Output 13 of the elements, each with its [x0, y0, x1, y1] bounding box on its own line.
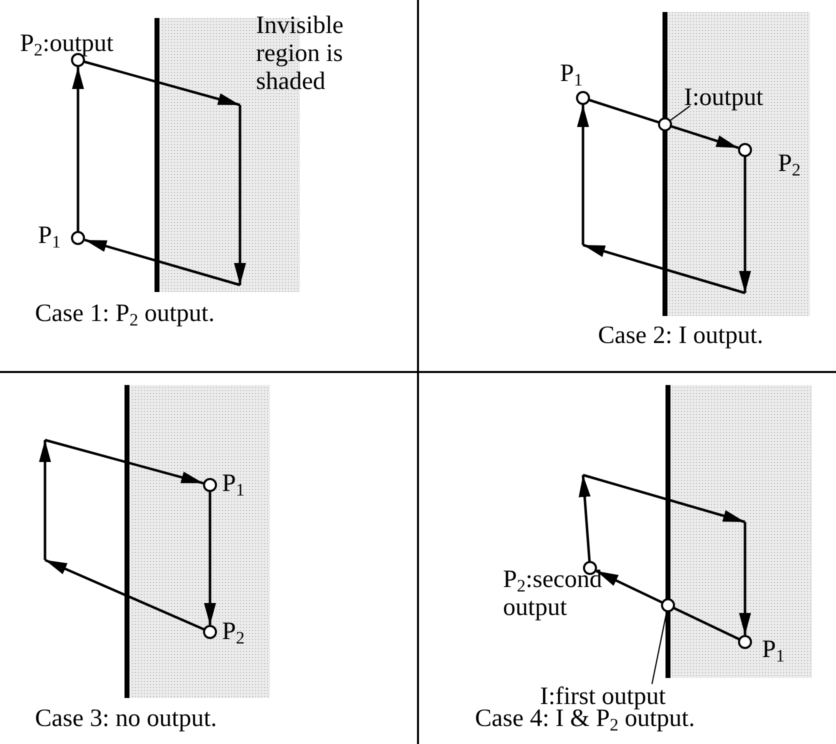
point-label: P$_{1}$: [762, 636, 785, 664]
point-label: P$_{1}$: [222, 470, 245, 498]
point-label: P$_{2}$:output: [20, 30, 114, 58]
point-label: I:output: [684, 84, 764, 112]
point-label: P$_{2}$:second output: [503, 566, 603, 622]
case-caption: Case 1: P$_{2}$ output.: [35, 300, 215, 328]
case-caption: Case 2: I output.: [598, 322, 764, 350]
point-label: P$_{2}$: [222, 618, 245, 646]
annotation-text: Invisible region is shaded: [256, 12, 344, 96]
point-label: P$_{1}$: [38, 222, 61, 250]
case-caption: Case 3: no output.: [35, 705, 217, 733]
point-label: P$_{1}$: [560, 60, 583, 88]
point-label: P$_{2}$: [778, 150, 801, 178]
